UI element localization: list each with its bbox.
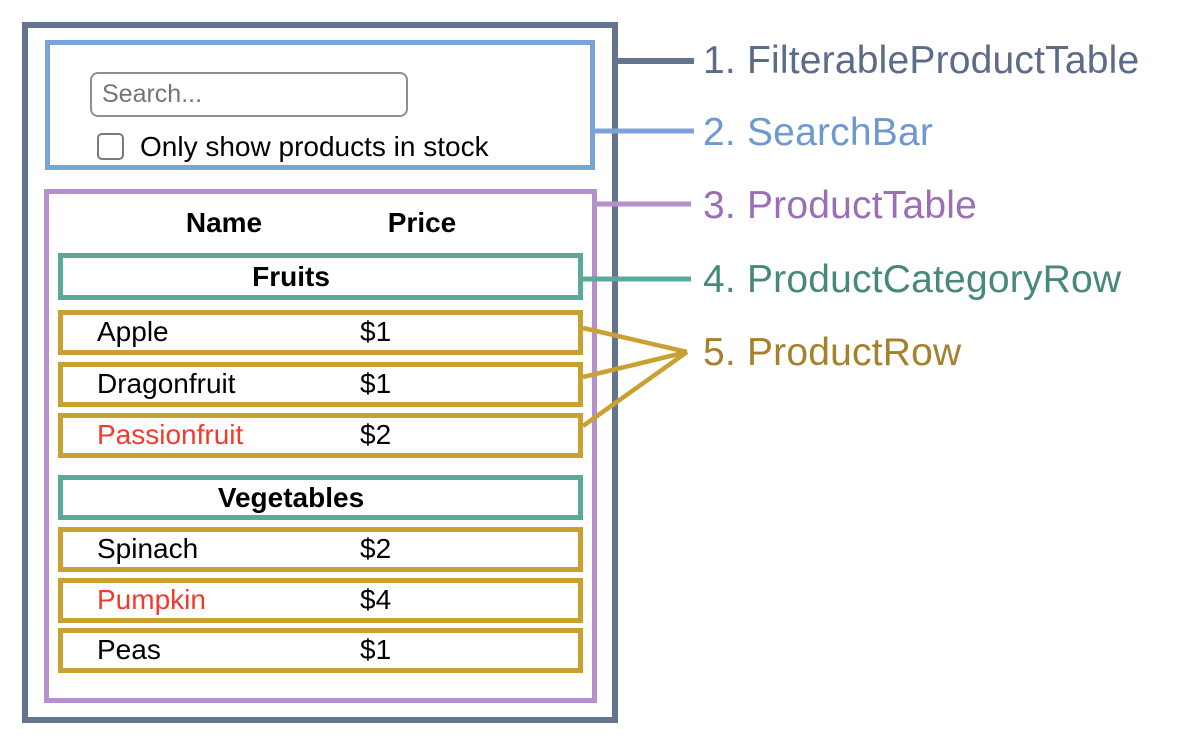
product-price: $1	[360, 316, 392, 347]
product-row-box	[58, 527, 583, 572]
in-stock-checkbox-label: Only show products in stock	[140, 131, 489, 162]
search-bar-outline	[45, 40, 595, 170]
product-price: $1	[360, 634, 392, 665]
category-label: Vegetables	[217, 481, 365, 513]
product-row-box	[58, 310, 583, 355]
search-input[interactable]	[90, 72, 408, 117]
product-name: Passionfruit	[97, 419, 244, 450]
product-name: Pumpkin	[97, 584, 206, 615]
product-price: $2	[360, 533, 392, 564]
product-category-row-box	[58, 475, 583, 520]
component-label-1: 1. FilterableProductTable	[703, 39, 1140, 82]
product-name: Peas	[97, 634, 161, 665]
product-price: $2	[360, 419, 392, 450]
product-price: $4	[360, 584, 392, 615]
component-label-5: 5. ProductRow	[703, 331, 962, 374]
component-label-4: 4. ProductCategoryRow	[703, 258, 1122, 301]
product-row-box	[58, 628, 583, 673]
product-name: Spinach	[97, 533, 199, 564]
product-price: $1	[360, 368, 392, 399]
product-category-row-box	[58, 253, 583, 300]
product-table-outline	[44, 189, 597, 703]
product-row-box	[58, 362, 583, 407]
column-header-price: Price	[387, 207, 457, 238]
product-row-box	[58, 413, 583, 458]
column-header-name: Name	[185, 207, 263, 238]
category-label: Fruits	[252, 260, 330, 292]
product-name: Apple	[97, 316, 169, 347]
product-name: Dragonfruit	[97, 368, 236, 399]
product-row-box	[58, 578, 583, 623]
in-stock-checkbox[interactable]	[97, 133, 124, 160]
component-label-2: 2. SearchBar	[703, 111, 934, 154]
component-label-3: 3. ProductTable	[703, 184, 978, 227]
